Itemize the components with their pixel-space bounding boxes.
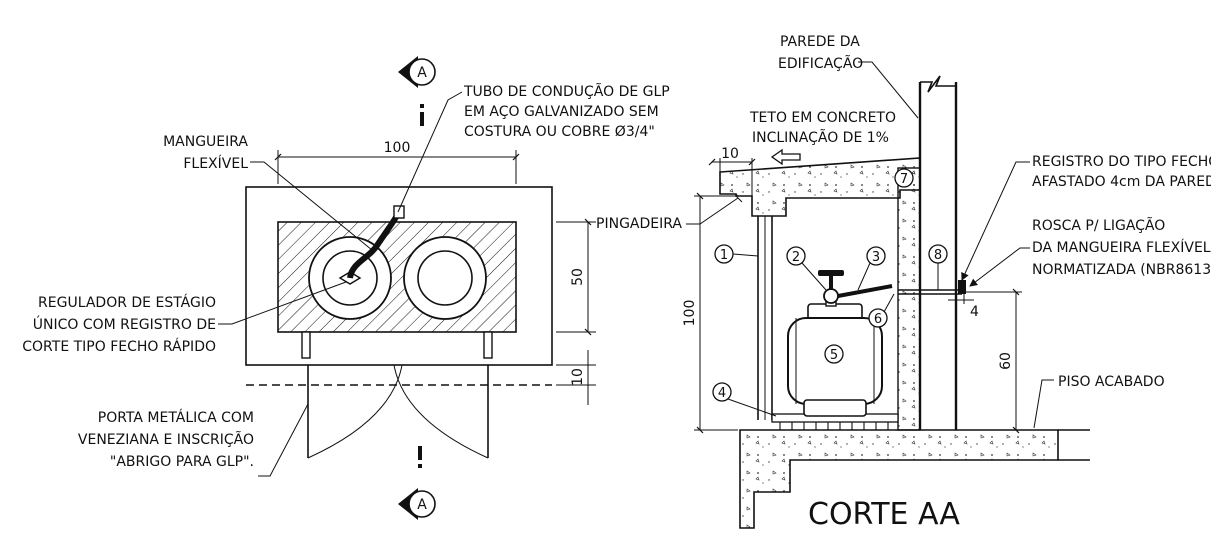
section-marker-top: A: [398, 56, 436, 126]
dimension-depth: 50: [556, 218, 596, 336]
door-label-line3: "ABRIGO PARA GLP".: [110, 454, 254, 470]
callout-number: 2: [792, 250, 800, 265]
hose-label-line1: MANGUEIRA: [163, 134, 248, 150]
callout-number: 8: [934, 248, 942, 263]
metal-door: [307, 364, 489, 459]
dim-valve-offset-value: 4: [970, 304, 979, 320]
callout: 2: [786, 246, 827, 291]
dim-depth-value: 50: [570, 268, 586, 286]
door-label-line2: VENEZIANA E INSCRIÇÃO: [78, 431, 254, 448]
callout-number: 3: [872, 250, 880, 265]
pipe-label-line1: TUBO DE CONDUÇÃO DE GLP: [463, 83, 670, 100]
dimension-valve-offset: 4: [948, 286, 979, 320]
thread-label-line3: NORMATIZADA (NBR8613): [1032, 262, 1211, 278]
dimension-valve-height: 60: [966, 288, 1022, 434]
callout-number: 7: [900, 172, 908, 187]
section-hose: [837, 284, 893, 298]
concrete-roof: [719, 157, 921, 217]
regulator-label-line2: ÚNICO COM REGISTRO DE: [33, 315, 216, 333]
regulator-label-line1: REGULADOR DE ESTÁGIO: [38, 294, 216, 311]
hose-label-line2: FLEXÍVEL: [183, 155, 248, 172]
section-marker-label: A: [417, 65, 427, 81]
wall-label-line2: EDIFICAÇÃO: [778, 55, 863, 72]
drip-label: PINGADEIRA: [596, 216, 682, 232]
callout-number: 1: [720, 248, 728, 263]
gas-cylinder-plan: [403, 236, 487, 320]
callout: 1: [714, 244, 759, 264]
plan-view: A A: [22, 56, 670, 520]
floor-slab: [739, 429, 1059, 529]
door-label-line1: PORTA METÁLICA COM: [98, 409, 254, 426]
section-marker-bottom: A: [398, 446, 436, 520]
dimension-height: 100: [682, 192, 738, 434]
dim-width-value: 100: [384, 140, 411, 156]
callout: 8: [928, 244, 948, 290]
section-marker-label: A: [417, 497, 427, 513]
callout: 4: [712, 382, 777, 417]
section-view: 1 2 3 4 5 6 7: [596, 34, 1211, 532]
pipe-label-line2: EM AÇO GALVANIZADO SEM: [464, 104, 659, 120]
flexible-hose: [347, 212, 401, 279]
valve-label-line1: REGISTRO DO TIPO FECHO R: [1032, 154, 1211, 170]
valve-label-line2: AFASTADO 4cm DA PAREDE: [1032, 174, 1211, 190]
roof-label-line2: INCLINAÇÃO DE 1%: [752, 129, 889, 146]
callout: 6: [868, 293, 895, 328]
section-title: CORTE AA: [808, 497, 960, 532]
callout: 5: [824, 344, 844, 364]
dim-eave-value: 10: [721, 146, 739, 162]
shelter-door-section: [757, 216, 773, 420]
floor-label: PISO ACABADO: [1058, 374, 1165, 390]
dim-valve-height-value: 60: [998, 352, 1014, 370]
callout-number: 4: [718, 386, 726, 401]
wall-label-line1: PAREDE DA: [780, 34, 860, 50]
gas-cylinder-section: [787, 270, 883, 417]
callout: 3: [857, 246, 886, 291]
shelter-outline: [245, 186, 553, 366]
dimension-width: 100: [274, 140, 520, 184]
callout-number: 6: [874, 312, 882, 327]
callout: 7: [894, 168, 914, 188]
callout-number: 5: [830, 348, 838, 363]
dimension-gap: 10: [556, 350, 596, 405]
regulator-label-line3: CORTE TIPO FECHO RÁPIDO: [22, 338, 216, 355]
dim-gap-value: 10: [570, 368, 586, 386]
slope-arrow-icon: [770, 148, 801, 166]
roof-label-line1: TETO EM CONCRETO: [749, 110, 896, 126]
dim-height-value: 100: [682, 300, 698, 327]
pipe-label-line3: COSTURA OU COBRE Ø3/4": [464, 124, 655, 140]
thread-label-line1: ROSCA P/ LIGAÇÃO: [1032, 217, 1165, 234]
thread-label-line2: DA MANGUEIRA FLEXÍVEL: [1032, 239, 1211, 256]
dimension-eave: 10: [708, 146, 756, 196]
